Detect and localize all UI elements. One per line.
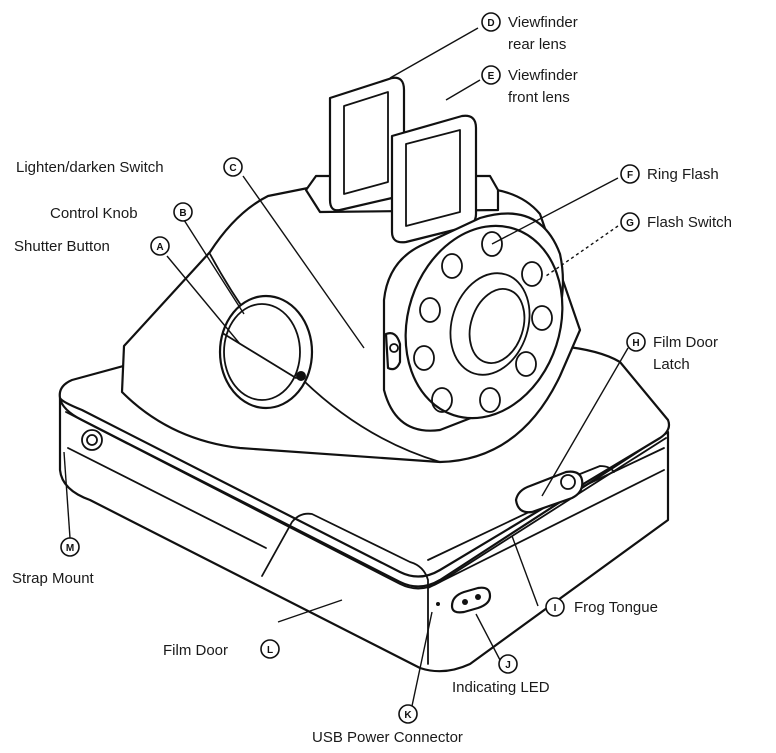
- svg-text:L: L: [267, 645, 273, 656]
- badge-D: D: [481, 12, 501, 32]
- svg-text:E: E: [488, 71, 495, 82]
- callout-C: Lighten/darken Switch C: [16, 157, 243, 177]
- svg-text:J: J: [505, 660, 511, 671]
- callout-H: H Film Door Latch: [626, 332, 718, 373]
- badge-B: B: [173, 202, 193, 222]
- svg-text:Indicating LED: Indicating LED: [452, 679, 550, 696]
- callout-M: M Strap Mount: [12, 537, 95, 587]
- svg-text:Flash Switch: Flash Switch: [647, 214, 732, 231]
- leader-lines: [63, 27, 629, 707]
- svg-text:Viewfinder: Viewfinder: [508, 14, 578, 31]
- badge-A: A: [150, 236, 170, 256]
- viewfinder: [304, 76, 500, 244]
- svg-text:Shutter Button: Shutter Button: [14, 238, 110, 255]
- ring-flash: [382, 212, 565, 432]
- svg-text:Control Knob: Control Knob: [50, 205, 138, 222]
- badge-I: I: [545, 597, 565, 617]
- svg-text:Strap Mount: Strap Mount: [12, 570, 95, 587]
- callout-D: D Viewfinder rear lens: [481, 12, 578, 53]
- svg-text:Frog Tongue: Frog Tongue: [574, 599, 658, 616]
- svg-text:D: D: [487, 18, 494, 29]
- svg-text:C: C: [229, 163, 236, 174]
- badge-C: C: [223, 157, 243, 177]
- svg-text:F: F: [627, 170, 633, 181]
- svg-text:K: K: [404, 710, 412, 721]
- callout-G: G Flash Switch: [620, 212, 732, 232]
- badge-H: H: [626, 332, 646, 352]
- badge-E: E: [481, 65, 501, 85]
- callout-A: Shutter Button A: [14, 236, 170, 256]
- callout-E: E Viewfinder front lens: [481, 65, 578, 106]
- svg-text:front lens: front lens: [508, 89, 570, 106]
- svg-text:M: M: [66, 543, 74, 554]
- svg-text:Lighten/darken Switch: Lighten/darken Switch: [16, 159, 164, 176]
- badge-G: G: [620, 212, 640, 232]
- callout-B: Control Knob B: [50, 202, 193, 222]
- svg-text:B: B: [179, 208, 186, 219]
- svg-text:Film Door: Film Door: [653, 334, 718, 351]
- svg-text:rear lens: rear lens: [508, 36, 566, 53]
- callout-K: K USB Power Connector: [312, 704, 463, 746]
- badge-K: K: [398, 704, 418, 724]
- callout-L: Film Door L: [163, 639, 280, 659]
- svg-text:Film Door: Film Door: [163, 642, 228, 659]
- badge-F: F: [620, 164, 640, 184]
- control-knob: [218, 294, 314, 410]
- svg-text:G: G: [626, 218, 634, 229]
- svg-text:I: I: [554, 603, 557, 614]
- callout-I: I Frog Tongue: [545, 597, 658, 617]
- badge-J: J: [498, 654, 518, 674]
- svg-text:H: H: [632, 338, 639, 349]
- badge-L: L: [260, 639, 280, 659]
- svg-text:USB Power Connector: USB Power Connector: [312, 729, 463, 746]
- callout-F: F Ring Flash: [620, 164, 719, 184]
- badge-M: M: [60, 537, 80, 557]
- svg-text:Ring Flash: Ring Flash: [647, 166, 719, 183]
- callout-J: J Indicating LED: [452, 654, 550, 696]
- svg-text:A: A: [156, 242, 163, 253]
- svg-text:Viewfinder: Viewfinder: [508, 67, 578, 84]
- svg-text:Latch: Latch: [653, 356, 690, 373]
